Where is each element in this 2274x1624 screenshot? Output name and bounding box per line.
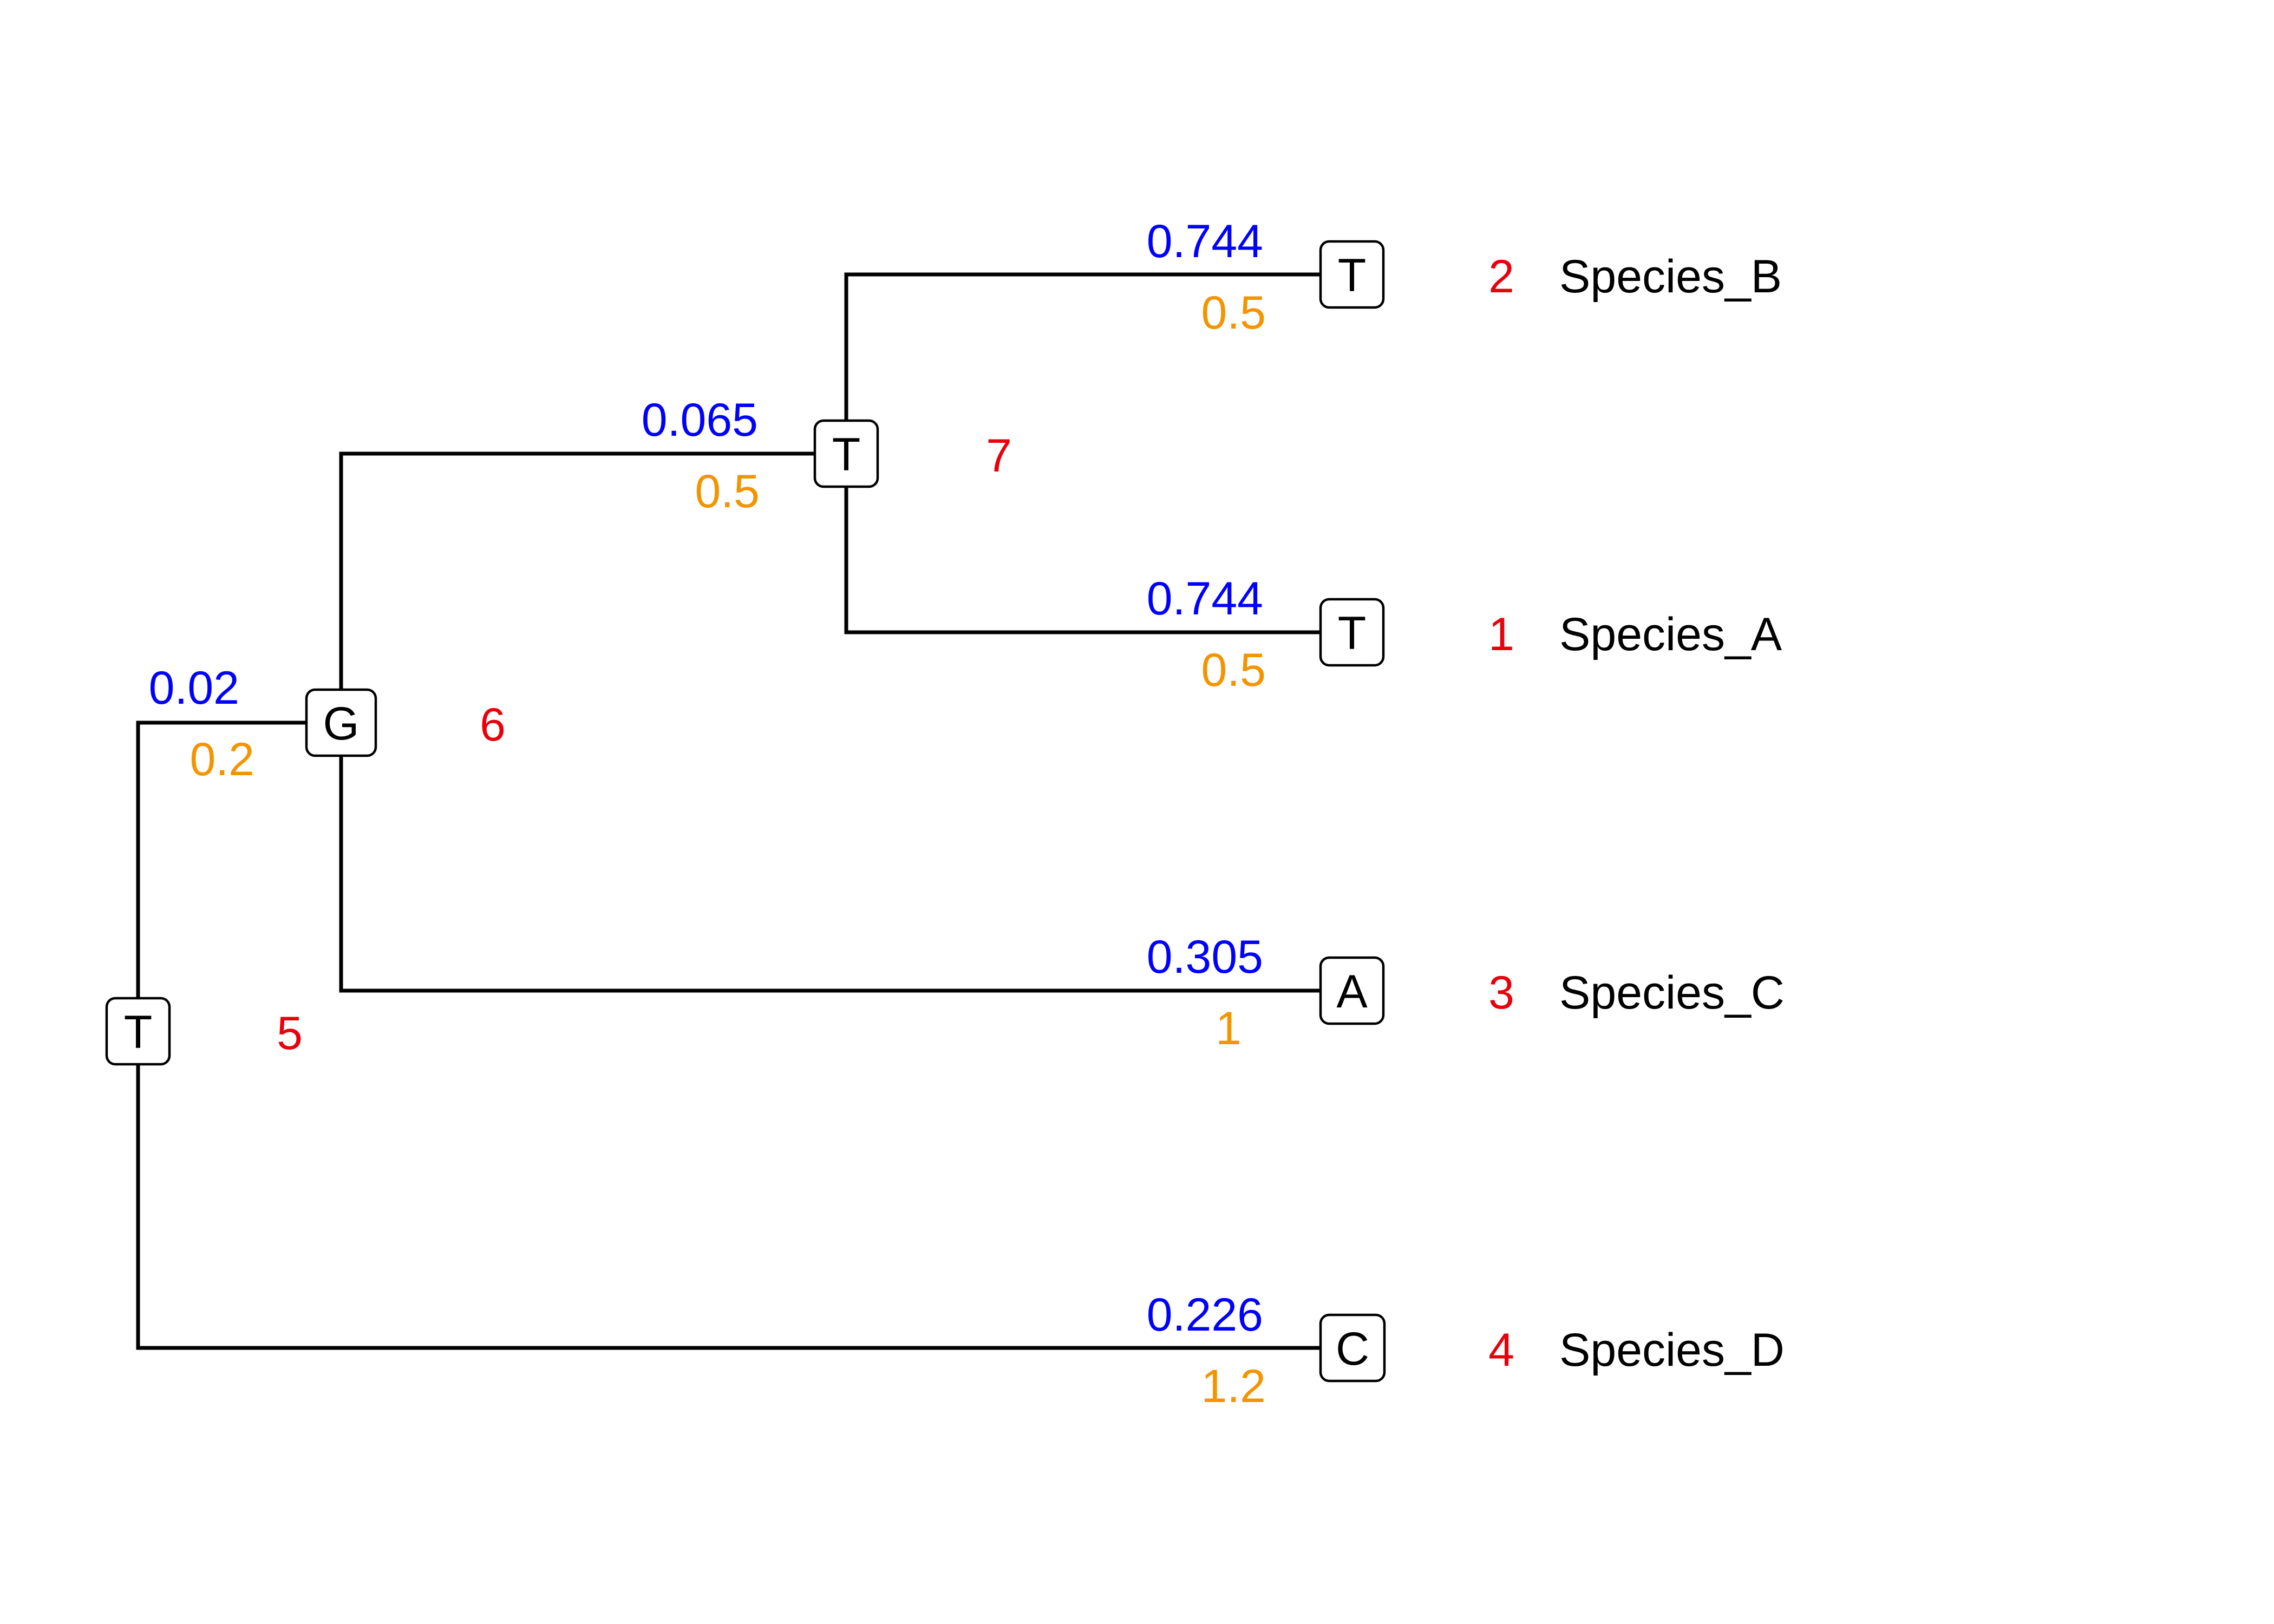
internal-node-6: G 6 0.02 0.2 — [149, 662, 506, 785]
internal-node-5: T 5 — [105, 997, 303, 1066]
branch-lines — [136, 272, 1353, 1350]
node-state-label: G — [323, 698, 360, 750]
node-state-box — [813, 419, 879, 488]
leaf-id-label: 2 — [1488, 251, 1514, 303]
node-state-box — [105, 997, 171, 1066]
node-state-label: T — [124, 1006, 153, 1058]
species-name-label: Species_C — [1559, 967, 1785, 1019]
node-state-box — [1319, 240, 1385, 309]
node-state-label: C — [1336, 1323, 1369, 1375]
leaf-species-a: 0.744 0.5 T 1 Species_A — [1147, 573, 1782, 696]
species-name-label: Species_D — [1559, 1324, 1785, 1376]
leaf-id-label: 3 — [1488, 967, 1514, 1019]
branch-value-blue: 0.305 — [1147, 931, 1263, 983]
branch-t-node-to-species-a — [844, 451, 1353, 634]
branch-value-orange: 0.5 — [1201, 644, 1266, 696]
node-state-box — [1319, 956, 1385, 1025]
branch-value-blue: 0.744 — [1147, 215, 1263, 267]
node-state-box — [305, 688, 377, 757]
branch-root-to-species-d — [136, 1029, 1353, 1350]
branch-g-node-to-species-c — [339, 721, 1353, 993]
leaf-species-d: 0.226 1.2 C 4 Species_D — [1147, 1289, 1785, 1412]
branch-g-node-to-t-node — [339, 451, 848, 725]
node-state-label: T — [832, 429, 861, 481]
species-name-label: Species_A — [1559, 608, 1782, 660]
leaf-id-label: 4 — [1488, 1324, 1514, 1376]
branch-value-orange: 1 — [1216, 1003, 1241, 1055]
branch-root-to-g-node — [136, 721, 343, 1033]
branch-value-blue: 0.744 — [1147, 573, 1263, 625]
node-id-label: 6 — [480, 699, 506, 751]
node-state-box — [1319, 1313, 1386, 1383]
node-state-label: A — [1336, 966, 1368, 1018]
branch-value-blue: 0.065 — [642, 394, 758, 446]
internal-node-7: T 7 0.065 0.5 — [642, 394, 1012, 518]
species-name-label: Species_B — [1559, 251, 1782, 303]
branch-value-orange: 0.2 — [190, 734, 254, 785]
branch-value-blue: 0.226 — [1147, 1289, 1263, 1341]
node-id-label: 5 — [277, 1007, 303, 1059]
branch-value-orange: 0.5 — [1201, 287, 1266, 339]
leaf-id-label: 1 — [1488, 608, 1514, 660]
node-id-label: 7 — [986, 430, 1012, 482]
node-state-box — [1319, 598, 1385, 667]
branch-value-orange: 1.2 — [1201, 1360, 1266, 1412]
node-state-label: T — [1338, 607, 1367, 659]
branch-value-blue: 0.02 — [149, 662, 239, 714]
branch-t-node-to-species-b — [844, 272, 1353, 456]
leaf-species-b: 0.744 0.5 T 2 Species_B — [1147, 215, 1782, 339]
leaf-species-c: 0.305 1 A 3 Species_C — [1147, 931, 1785, 1055]
branch-value-orange: 0.5 — [695, 466, 760, 518]
node-state-label: T — [1338, 250, 1367, 302]
